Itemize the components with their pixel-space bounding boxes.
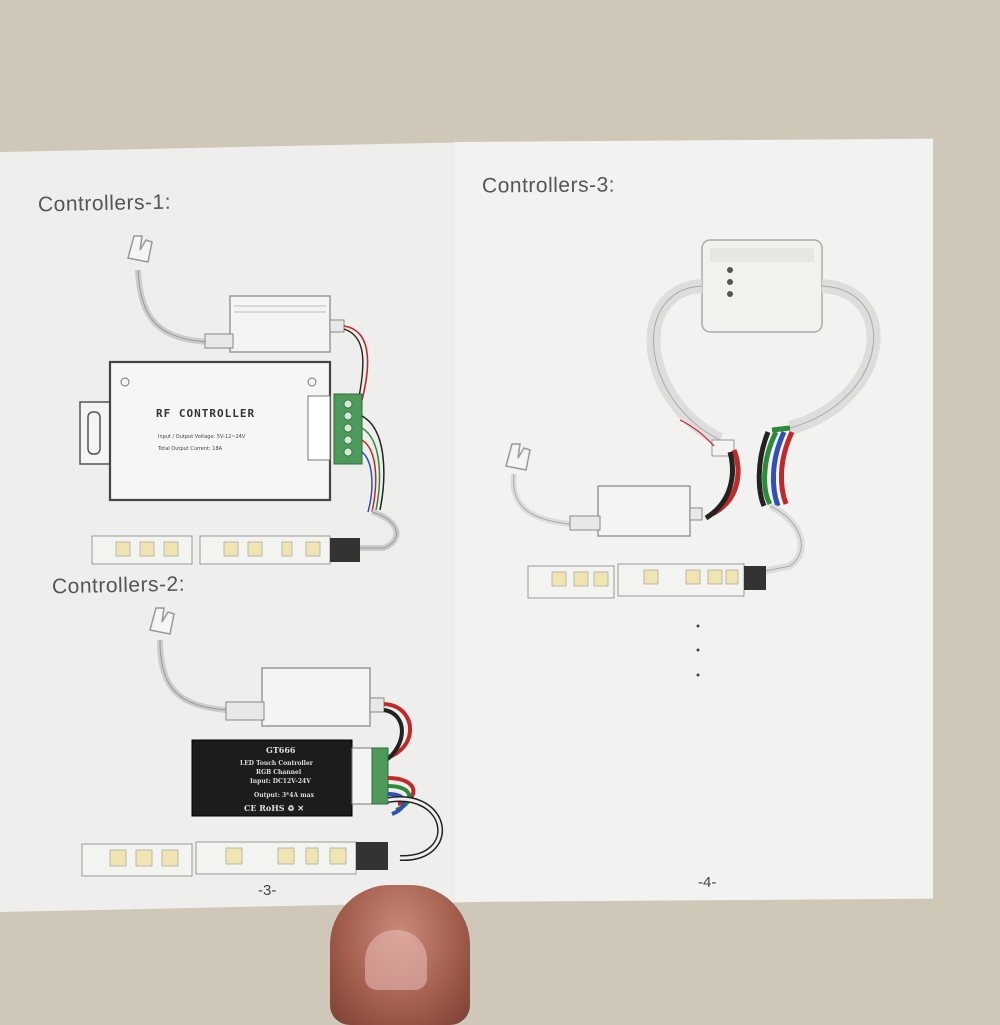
power-cable <box>135 269 211 345</box>
power-adapter-box <box>229 295 331 353</box>
touch-controller-line-3: Input: DC12V-24V <box>250 778 311 785</box>
touch-controller-box <box>191 739 353 817</box>
led-strip-1 <box>91 535 360 565</box>
rf-controller-box <box>108 360 332 502</box>
certification-marks: CE RoHS ♻ ✕ <box>244 803 305 813</box>
power-adapter-box <box>261 667 371 727</box>
rf-spec-line-1: Input / Output Voltage: 5V-12~24V <box>158 434 246 440</box>
led-strip-2 <box>81 841 388 877</box>
controller-3-diagram <box>505 239 881 677</box>
page-number-right: -4- <box>698 874 717 891</box>
controller-1-diagram <box>79 235 400 565</box>
heading-controllers-1: Controllers-1: <box>37 190 172 217</box>
touch-controller-line-1: LED Touch Controller <box>240 760 313 767</box>
controller-2-diagram <box>81 607 443 877</box>
heading-controllers-3: Controllers-3: <box>481 173 616 198</box>
thumbnail <box>365 930 427 990</box>
power-plug-icon <box>505 443 531 471</box>
rf-controller-label: RF CONTROLLER <box>156 407 256 420</box>
page-number-left: -3- <box>258 882 277 899</box>
rf-spec-line-2: Total Output Current: 18A <box>158 446 223 452</box>
touch-controller-model: GT666 <box>266 745 296 755</box>
power-plug-icon <box>149 607 175 635</box>
photo-scene: Controllers-1: Controllers-2: Controller… <box>0 138 933 1025</box>
power-adapter-box <box>597 485 691 537</box>
power-plug-icon <box>127 235 153 263</box>
touch-controller-line-2: RGB Channel <box>256 769 302 776</box>
terminal-block <box>371 747 389 805</box>
wiring-diagrams <box>79 235 881 877</box>
led-strip-3 <box>527 563 766 599</box>
touch-controller-line-4: Output: 3*4A max <box>254 792 315 799</box>
heading-controllers-2: Controllers-2: <box>51 572 186 599</box>
